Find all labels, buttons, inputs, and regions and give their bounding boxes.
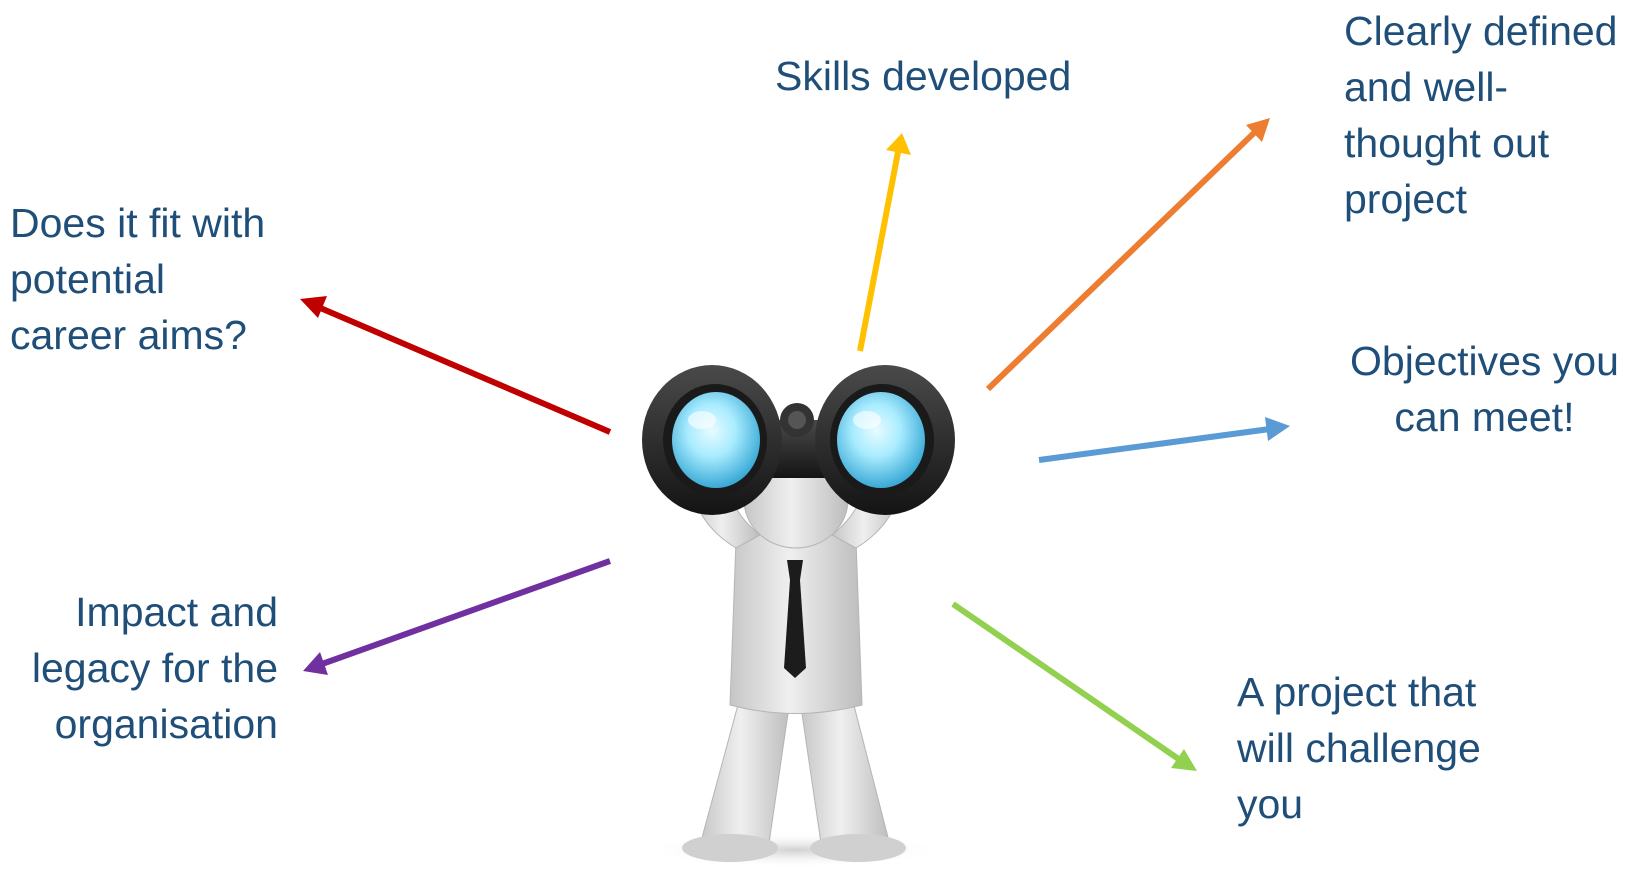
left-lens-icon — [672, 392, 760, 488]
tie-icon — [784, 560, 806, 678]
arrow-impact — [303, 558, 612, 675]
label-objectives: Objectives you can meet! — [1350, 338, 1619, 440]
person-with-binoculars-figure — [642, 365, 955, 868]
arrow-defined — [985, 118, 1270, 392]
arrow-career — [300, 296, 612, 435]
label-defined: Clearly defined and well- thought out pr… — [1344, 8, 1618, 222]
binoculars-icon — [642, 365, 955, 515]
right-lens-icon — [837, 392, 925, 488]
label-impact: Impact and legacy for the organisation — [31, 589, 278, 747]
arrow-objectives — [1038, 417, 1290, 463]
arrow-challenge — [951, 601, 1197, 771]
arrow-skills — [857, 133, 911, 352]
label-skills: Skills developed — [775, 53, 1072, 99]
label-career: Does it fit with potential career aims? — [10, 200, 266, 358]
label-challenge: A project that will challenge you — [1237, 669, 1481, 827]
